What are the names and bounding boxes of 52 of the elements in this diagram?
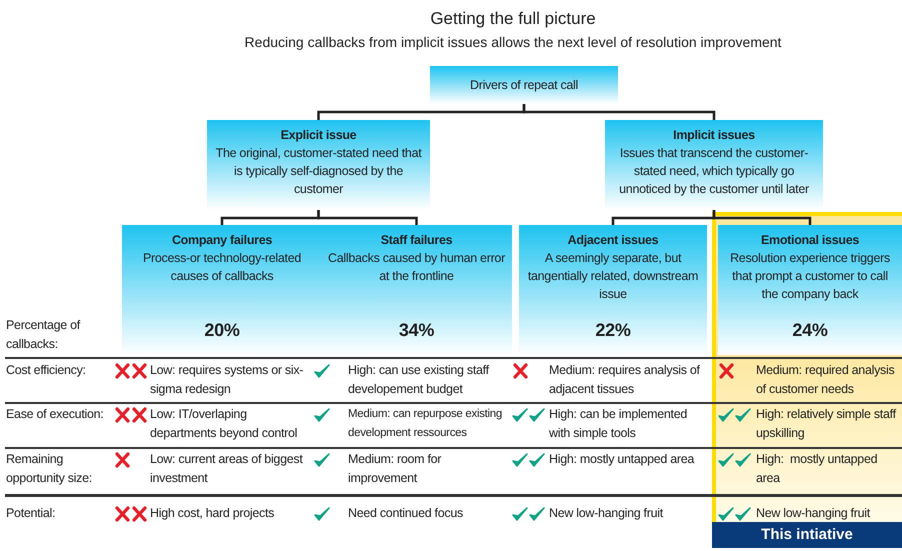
issue-type-box	[605, 120, 823, 210]
box-description: Callbacks caused by human error at the frontline	[327, 250, 506, 285]
percentage-value: 22%	[595, 319, 631, 341]
row-label: Percentage of callbacks:	[6, 317, 82, 353]
box-heading: Company failures	[172, 232, 272, 249]
box-heading: Staff failures	[380, 232, 452, 249]
rating-note: Medium: can repurpose existing development ressources	[348, 407, 503, 441]
percentage-value: 34%	[398, 319, 434, 341]
box-heading: Emotional issues	[760, 232, 859, 249]
rating-note: High: relatively simple staff upskilling	[756, 406, 898, 442]
chart-title: Getting the full picture	[429, 9, 597, 29]
rating-note: High: can use existing staff developement budget	[348, 362, 490, 398]
box-heading: Explicit issue	[280, 127, 356, 144]
box-description: The original, customer-stated need that is typically self-diagnosed by the customer	[214, 145, 423, 198]
connector-line	[317, 210, 418, 225]
rating-note: High cost, hard projects	[150, 505, 276, 522]
box-text: Drivers of repeat call	[470, 77, 578, 94]
category-box	[321, 225, 512, 355]
connector-line	[712, 210, 812, 225]
rating-note: Medium: required analysis of customer needs	[756, 362, 896, 398]
percentage-value: 24%	[792, 319, 828, 341]
row-label: Ease of execution:	[6, 406, 104, 423]
box-text: This intiative	[760, 525, 854, 545]
box-description: Process-or technology-related causes of callbacks	[142, 250, 302, 285]
issue-type-box	[207, 120, 430, 210]
box-description: A seemingly separate, but tangentially related, downstream issue	[526, 250, 700, 303]
rating-note: High: mostly untapped area	[756, 451, 878, 487]
rating-note: Low: requires systems or six-sigma redesign	[150, 362, 304, 398]
rating-note: Need continued focus	[348, 505, 464, 522]
connector-line	[522, 104, 716, 120]
subtitle: Reducing callbacks from implicit issues allows the next level of resolution improvement	[244, 34, 782, 50]
row-label: Remaining opportunity size:	[6, 451, 93, 487]
category-box	[519, 225, 707, 355]
rating-note: New low-hanging fruit	[549, 505, 664, 522]
box-description: Resolution experience triggers that prompt a customer to call the company back	[729, 250, 891, 303]
rating-note: Low: IT/overlaping departments beyond control	[150, 406, 298, 442]
rating-note: High: can be implemented with simple tools	[549, 406, 688, 442]
category-box	[718, 225, 902, 355]
rating-note: Medium: requires analysis of adjacent tissues	[549, 362, 701, 398]
rating-note: Low: current areas of biggest investment	[150, 451, 304, 487]
percentage-value: 20%	[204, 319, 240, 341]
box-heading: Implicit issues	[673, 127, 755, 144]
box-heading: Adjacent issues	[568, 232, 658, 249]
driver-box	[430, 66, 618, 104]
category-box	[122, 225, 322, 355]
rating-note: New low-hanging fruit	[756, 505, 872, 522]
rating-note: Medium: room for improvement	[348, 451, 442, 487]
box-description: Issues that transcend the customer-stated need, which typically go unnoticed by the customer until later	[618, 145, 810, 198]
row-label: Potential:	[6, 505, 56, 522]
row-label: Cost efficiency:	[6, 362, 87, 379]
highlight-tag	[712, 522, 902, 548]
rating-note: High: mostly untapped area	[549, 451, 696, 468]
